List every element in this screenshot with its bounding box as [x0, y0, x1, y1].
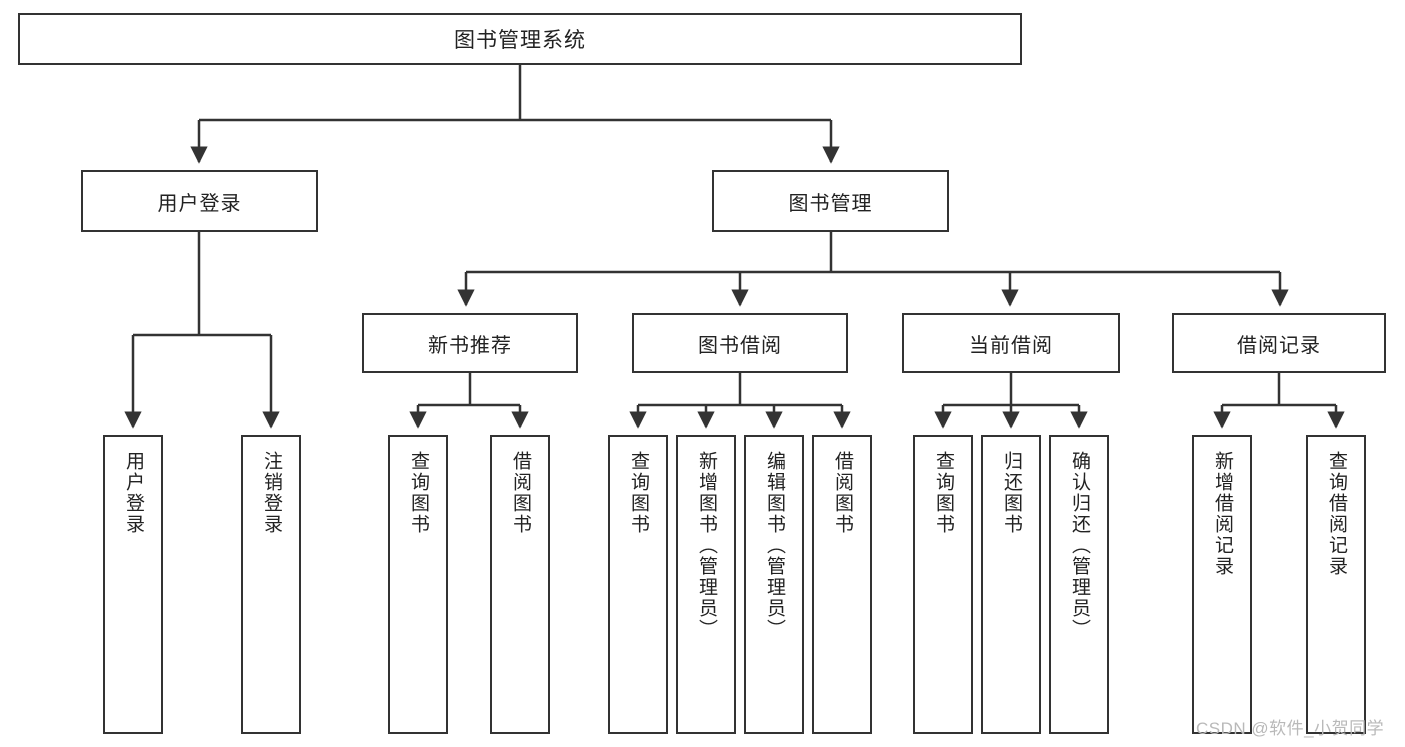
node-current-borrow-label: 当前借阅 [969, 334, 1053, 357]
leaf-logout-login-label: 注销登录 [260, 451, 282, 535]
leaf-user-login[interactable]: 用户登录 [103, 435, 163, 734]
leaf-borrow-book-2[interactable]: 借阅图书 [812, 435, 872, 734]
leaf-query-book-3-label: 查询图书 [932, 451, 954, 535]
leaf-query-book-2-label: 查询图书 [627, 451, 649, 535]
leaf-query-record[interactable]: 查询借阅记录 [1306, 435, 1366, 734]
watermark: CSDN @软件_小贺同学 [1196, 719, 1385, 738]
node-borrow-record-label: 借阅记录 [1237, 334, 1321, 357]
leaf-add-book-label: 新增图书（管理员） [695, 451, 717, 640]
node-book-borrow[interactable]: 图书借阅 [632, 313, 848, 373]
leaf-return-book-label: 归还图书 [1000, 451, 1022, 535]
leaf-borrow-book-1-label: 借阅图书 [509, 451, 531, 535]
node-user-login-label: 用户登录 [157, 192, 242, 215]
leaf-logout-login[interactable]: 注销登录 [241, 435, 301, 734]
leaf-query-book-3[interactable]: 查询图书 [913, 435, 973, 734]
leaf-edit-book[interactable]: 编辑图书（管理员） [744, 435, 804, 734]
leaf-borrow-book-1[interactable]: 借阅图书 [490, 435, 550, 734]
node-borrow-record[interactable]: 借阅记录 [1172, 313, 1386, 373]
node-root[interactable]: 图书管理系统 [18, 13, 1022, 65]
leaf-confirm-return[interactable]: 确认归还（管理员） [1049, 435, 1109, 734]
leaf-confirm-return-label: 确认归还（管理员） [1068, 451, 1090, 640]
leaf-query-record-label: 查询借阅记录 [1325, 451, 1347, 577]
leaf-query-book-1-label: 查询图书 [407, 451, 429, 535]
leaf-user-login-label: 用户登录 [122, 451, 144, 535]
leaf-edit-book-label: 编辑图书（管理员） [763, 451, 785, 640]
node-current-borrow[interactable]: 当前借阅 [902, 313, 1120, 373]
leaf-query-book-1[interactable]: 查询图书 [388, 435, 448, 734]
node-user-login[interactable]: 用户登录 [81, 170, 318, 232]
node-book-management-label: 图书管理 [788, 192, 873, 215]
node-new-book-recommend[interactable]: 新书推荐 [362, 313, 578, 373]
leaf-query-book-2[interactable]: 查询图书 [608, 435, 668, 734]
leaf-return-book[interactable]: 归还图书 [981, 435, 1041, 734]
node-book-management[interactable]: 图书管理 [712, 170, 949, 232]
node-new-book-recommend-label: 新书推荐 [428, 334, 512, 357]
leaf-add-record-label: 新增借阅记录 [1211, 451, 1233, 577]
node-book-borrow-label: 图书借阅 [698, 334, 782, 357]
leaf-borrow-book-2-label: 借阅图书 [831, 451, 853, 535]
leaf-add-book[interactable]: 新增图书（管理员） [676, 435, 736, 734]
node-root-label: 图书管理系统 [454, 29, 586, 52]
leaf-add-record[interactable]: 新增借阅记录 [1192, 435, 1252, 734]
